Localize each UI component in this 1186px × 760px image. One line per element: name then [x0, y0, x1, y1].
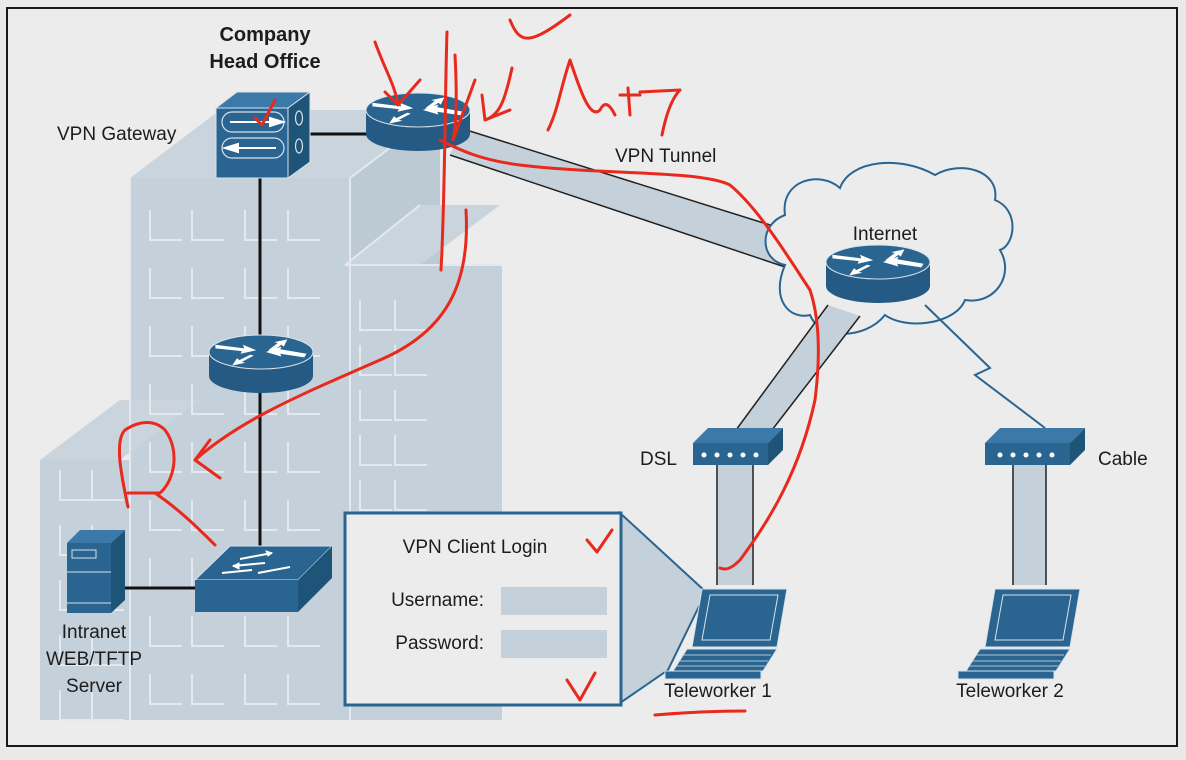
building-window [287, 442, 320, 473]
building-window [149, 616, 182, 647]
arrow-right-router [480, 66, 514, 122]
building-window [149, 268, 182, 299]
server-label-line1: Intranet [62, 622, 127, 643]
building-window [59, 635, 92, 666]
building-window [244, 210, 277, 241]
teleworker2-laptop-icon[interactable] [957, 588, 1081, 680]
building-window [191, 384, 224, 415]
building-window [359, 345, 392, 376]
intranet-server-icon[interactable] [67, 530, 125, 613]
server-label-line2: WEB/TFTP [46, 649, 142, 670]
building-window [191, 616, 224, 647]
arrow-left-router [373, 40, 422, 107]
username-label: Username: [391, 590, 484, 611]
building-window [394, 480, 427, 511]
teleworker1-laptop-icon[interactable] [664, 588, 788, 680]
building-window [149, 210, 182, 241]
server-label-line3: Server [66, 676, 123, 697]
building-window [287, 674, 320, 705]
vpn-gateway-icon[interactable] [214, 91, 312, 179]
building-window [359, 300, 392, 331]
lan-switch-icon[interactable] [193, 545, 334, 612]
building-window [149, 384, 182, 415]
gateway-check [253, 98, 277, 127]
building-window [394, 300, 427, 331]
building-window [394, 345, 427, 376]
teleworker2-label: Teleworker 2 [956, 681, 1064, 702]
path-to-teleworker [438, 138, 820, 571]
building-window [191, 268, 224, 299]
building-window [244, 674, 277, 705]
building-window [191, 210, 224, 241]
internet-router-icon[interactable] [825, 244, 931, 303]
password-field[interactable] [501, 630, 607, 658]
building-window [287, 616, 320, 647]
password-label: Password: [395, 633, 484, 654]
username-field[interactable] [501, 587, 607, 615]
login-check-1 [585, 528, 614, 554]
curve-to-server [193, 208, 468, 480]
teleworker1-underline [653, 709, 747, 717]
building-window [91, 470, 124, 501]
building-window [287, 268, 320, 299]
building-window [91, 635, 124, 666]
server-loop [117, 421, 217, 547]
handwritten-annotations [117, 13, 820, 717]
building-window [244, 268, 277, 299]
building-window [287, 384, 320, 415]
building-window [91, 690, 124, 721]
head-office-title-line1: Company [219, 24, 311, 46]
building-window [287, 210, 320, 241]
building-window [59, 470, 92, 501]
vertical-stroke-1 [439, 30, 449, 272]
login-check-2 [565, 671, 597, 702]
building-window [191, 674, 224, 705]
building-window [149, 326, 182, 357]
internet-label: Internet [853, 224, 918, 245]
vertical-stroke-2 [451, 53, 477, 142]
dsl-label: DSL [640, 449, 677, 470]
building-window [359, 480, 392, 511]
teleworker1-label: Teleworker 1 [664, 681, 772, 702]
vpn-tunnel-label: VPN Tunnel [615, 146, 716, 167]
building-window [244, 616, 277, 647]
annotation-text [546, 58, 682, 137]
building-window [244, 384, 277, 415]
dsl-modem-icon[interactable] [693, 428, 783, 465]
building-window [244, 500, 277, 531]
cable-modem-icon[interactable] [985, 428, 1085, 465]
building-window [59, 690, 92, 721]
building-window [359, 390, 392, 421]
head-office-title-line2: Head Office [209, 51, 320, 73]
building-window [394, 435, 427, 466]
building-window [359, 435, 392, 466]
building-window [287, 500, 320, 531]
login-title: VPN Client Login [403, 537, 548, 558]
check-mark-top [508, 13, 572, 40]
building-window [394, 390, 427, 421]
building-window [191, 500, 224, 531]
vpn-gateway-label: VPN Gateway [57, 124, 177, 145]
building-window [244, 442, 277, 473]
internal-router-icon[interactable] [208, 334, 314, 393]
building-window [149, 500, 182, 531]
cable-label: Cable [1098, 449, 1148, 470]
building-window [149, 674, 182, 705]
cable-link [924, 304, 1047, 585]
